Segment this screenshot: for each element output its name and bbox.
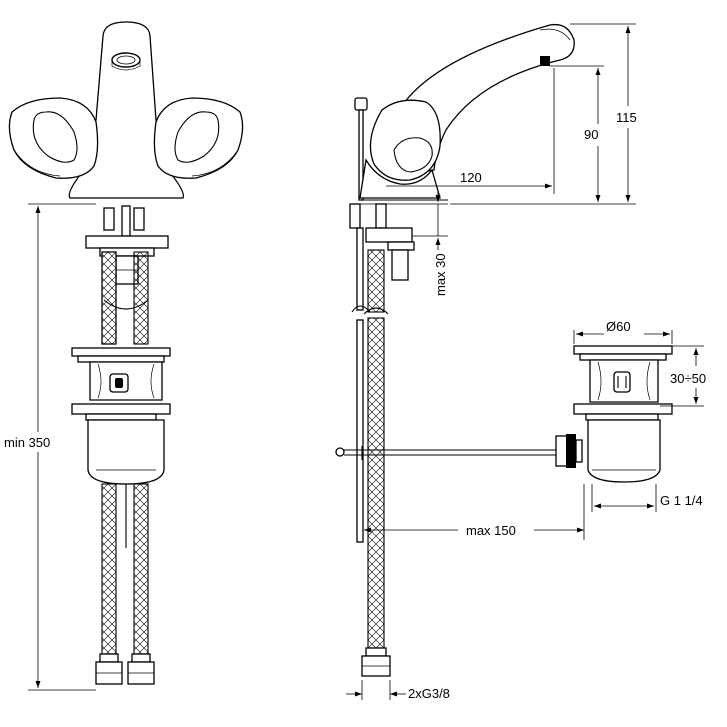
right-handle [153, 97, 244, 179]
dim-spout-reach: 120 [386, 68, 555, 194]
dim-height-total: 115 [450, 23, 637, 205]
label-height-total: 115 [616, 110, 637, 125]
label-basin-thickness: 30÷50 [670, 371, 706, 386]
dim-basin-thickness: 30÷50 [660, 345, 706, 407]
label-hose-length: min 350 [4, 435, 50, 450]
dim-waste-diameter: Ø60 [573, 319, 673, 344]
waste-side [573, 345, 673, 483]
dim-height-spout: 90 [550, 65, 604, 202]
label-rod-length: max 150 [466, 523, 516, 538]
side-view [335, 23, 583, 677]
label-spout-reach: 120 [460, 170, 482, 185]
front-view [8, 21, 244, 685]
left-handle [8, 97, 99, 179]
dim-rod-length: max 150 [364, 484, 585, 540]
label-deck-thickness: max 30 [433, 253, 448, 296]
label-hose-thread: 2xG3/8 [408, 686, 450, 701]
label-height-spout: 90 [584, 127, 598, 142]
waste-flange-front [71, 347, 171, 357]
label-waste-diameter: Ø60 [606, 319, 631, 334]
dim-hose-thread: 2xG3/8 [346, 680, 450, 701]
spout-side [397, 23, 575, 177]
label-waste-thread: G 1 1/4 [660, 493, 703, 508]
aerator-front [111, 52, 141, 68]
dim-waste-thread: G 1 1/4 [591, 484, 703, 512]
dim-deck-thickness: max 30 [412, 190, 448, 296]
dim-hose-length: min 350 [4, 203, 96, 691]
fixing-plate-front [85, 235, 169, 249]
